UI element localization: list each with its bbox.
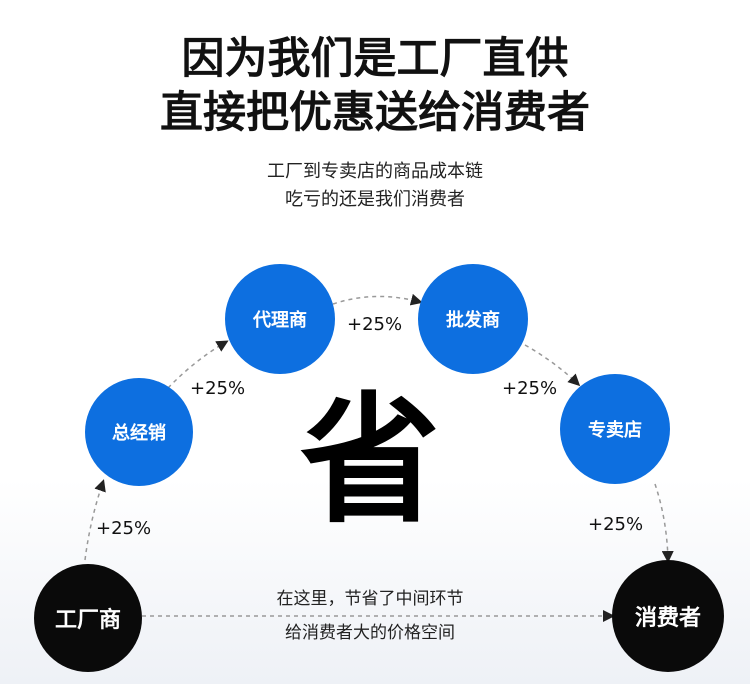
markup-label-2: +25% [190, 378, 246, 399]
headline-line-2: 直接把优惠送给消费者 [160, 88, 590, 138]
bottom-note-line-1: 在这里，节省了中间环节 [276, 589, 464, 609]
subtitle-line-1: 工厂到专卖店的商品成本链 [267, 161, 483, 182]
node-store: 专卖店 [560, 374, 670, 484]
markup-label-1: +25% [96, 518, 152, 539]
arrow-factory-to-distributor [84, 479, 106, 561]
node-wholesaler: 批发商 [418, 264, 528, 374]
arrow-agent-to-wholesaler [332, 293, 423, 306]
markup-label-4: +25% [502, 378, 558, 399]
subtitle-line-2: 吃亏的还是我们消费者 [285, 189, 465, 210]
bottom-note-line-2: 给消费者大的价格空间 [285, 623, 455, 643]
arrow-store-to-consumer [654, 483, 674, 563]
node-consumer: 消费者 [612, 560, 724, 672]
headline-line-1: 因为我们是工厂直供 [181, 34, 569, 84]
markup-label-3: +25% [347, 314, 403, 335]
node-factory: 工厂商 [34, 564, 142, 672]
arrow-distributor-to-agent [167, 340, 229, 389]
node-agent: 代理商 [225, 264, 335, 374]
center-character: 省 [300, 380, 441, 543]
node-distributor: 总经销 [85, 378, 193, 486]
markup-label-5: +25% [588, 514, 644, 535]
arrow-wholesaler-to-store [524, 344, 581, 387]
